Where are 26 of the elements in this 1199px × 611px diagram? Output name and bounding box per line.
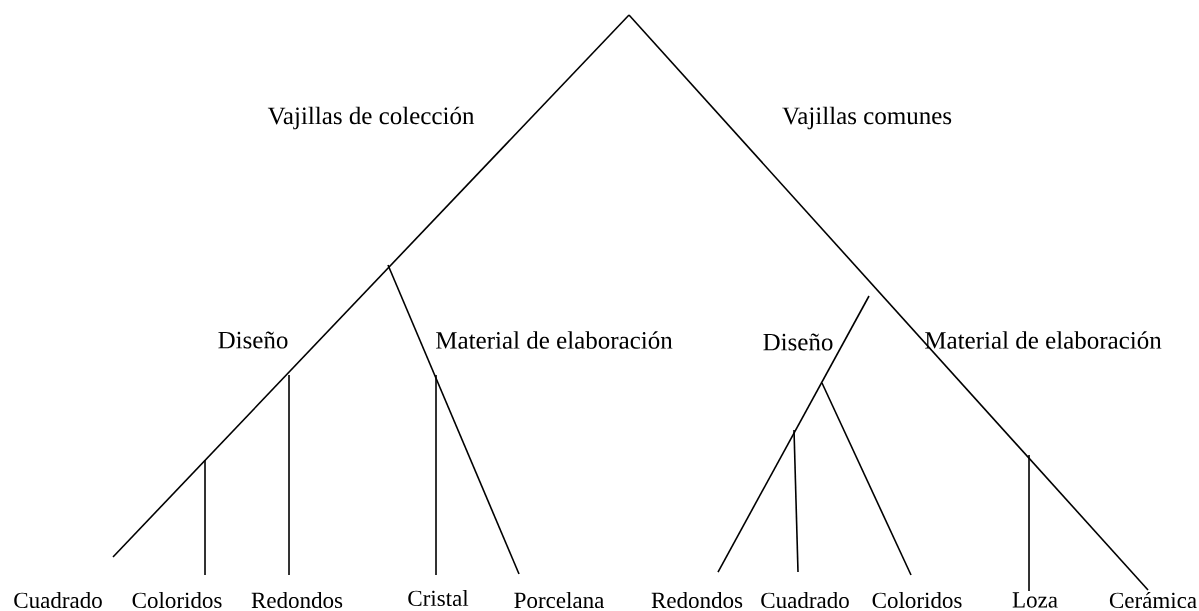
branch-line xyxy=(821,382,912,576)
branch-line xyxy=(204,459,206,576)
leaf-label: Coloridos xyxy=(132,591,222,609)
branch-line xyxy=(717,295,870,573)
leaf-label: Redondos xyxy=(651,591,743,609)
branch-label: Diseño xyxy=(218,331,288,349)
leaf-label: Cuadrado xyxy=(14,591,102,609)
leaf-label: Loza xyxy=(1012,592,1058,608)
branch-line xyxy=(387,264,520,575)
branch-label: Material de elaboración xyxy=(436,331,673,349)
leaf-label: Coloridos xyxy=(872,591,962,609)
branch-line xyxy=(435,374,437,576)
branch-label: Diseño xyxy=(763,333,833,351)
branch-line xyxy=(628,14,1149,591)
branch-label: Vajillas comunes xyxy=(782,106,952,130)
leaf-label: Cristal xyxy=(408,589,469,607)
branch-line xyxy=(1028,454,1030,592)
branch-line xyxy=(112,14,630,558)
branch-label: Vajillas de colección xyxy=(267,106,475,130)
leaf-label: Cuadrado xyxy=(761,591,849,609)
leaf-label: Cerámica xyxy=(1109,591,1197,609)
branch-line xyxy=(793,429,799,573)
branch-label: Material de elaboración xyxy=(925,331,1162,349)
leaf-label: Porcelana xyxy=(514,591,605,609)
leaf-label: Redondos xyxy=(251,591,343,609)
branch-line xyxy=(288,374,290,576)
